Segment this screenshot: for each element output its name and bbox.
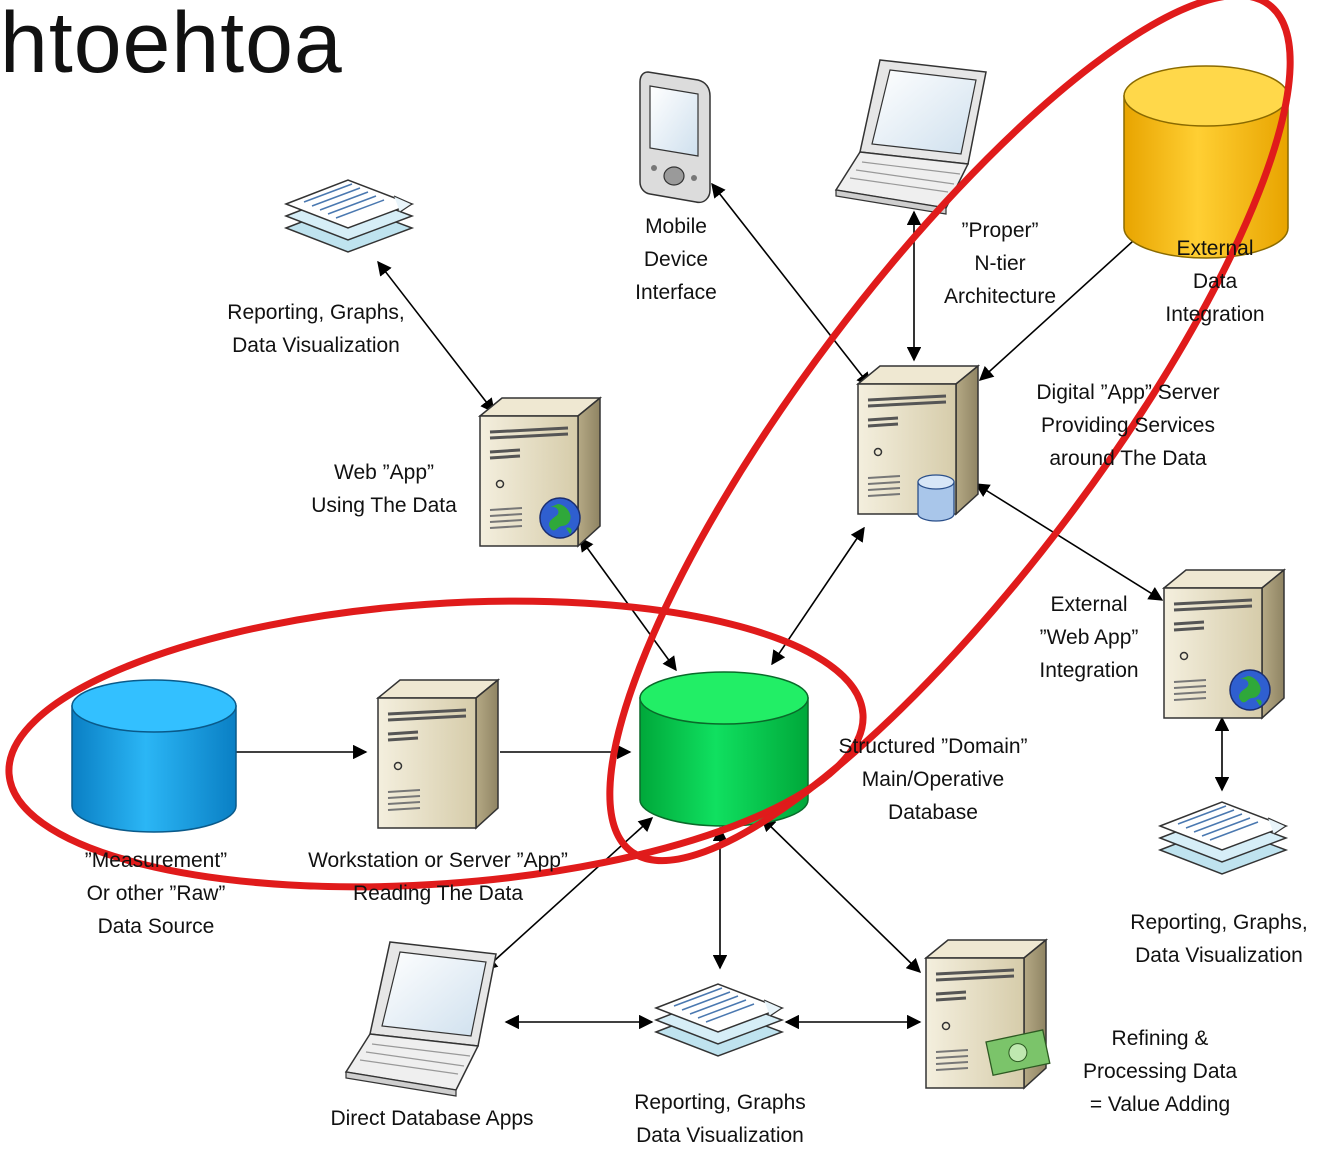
reporting-right-label: Reporting, Graphs, Data Visualization — [1130, 911, 1308, 967]
edge-domain-refining — [760, 816, 922, 974]
external-web-app-server-icon — [1162, 568, 1286, 720]
database-badge-icon — [917, 474, 955, 522]
globe-icon — [539, 497, 581, 539]
direct-db-laptop-icon — [345, 941, 497, 1097]
edge-appserver-externalweb — [974, 483, 1164, 601]
edge-mobile-appserver — [711, 182, 871, 388]
app-server-icon — [856, 364, 980, 522]
reporting-bottom-label: Reporting, Graphs Data Visualization — [634, 1091, 806, 1147]
reporting-top-docs-icon — [285, 179, 413, 253]
edge-external-appserver — [978, 221, 1156, 381]
ntier-laptop-icon — [835, 59, 987, 215]
direct-db-label: Direct Database Apps — [330, 1107, 534, 1130]
web-app-server-icon — [478, 396, 602, 548]
reporting-right-docs-icon — [1159, 801, 1287, 875]
domain-db-label: Structured ”Domain” Main/Operative Datab… — [838, 735, 1028, 824]
external-data-label: External Data Integration — [1165, 237, 1265, 326]
app-server-label: Digital ”App” Server Providing Services … — [1036, 381, 1220, 470]
external-web-label: External ”Web App” Integration — [1039, 593, 1139, 682]
mobile-label: Mobile Device Interface — [635, 215, 717, 304]
diagram-title: htoehtoa — [0, 0, 343, 91]
external-data-db-icon — [1123, 65, 1289, 259]
raw-data-source-db-icon — [71, 679, 237, 833]
web-app-label: Web ”App” Using The Data — [311, 461, 457, 517]
globe-icon — [1229, 669, 1271, 711]
workstation-label: Workstation or Server ”App” Reading The … — [308, 849, 568, 905]
refining-label: Refining & Processing Data = Value Addin… — [1082, 1027, 1238, 1116]
workstation-server-icon — [376, 678, 500, 830]
edge-reporting-webapp — [377, 260, 495, 414]
refining-server-icon — [924, 938, 1051, 1090]
ntier-label: ”Proper” N-tier Architecture — [943, 219, 1057, 308]
highlight-ellipse-diagonal — [606, 0, 1294, 865]
reporting-bottom-docs-icon — [655, 983, 783, 1057]
highlight-ellipse-horizontal — [5, 597, 867, 891]
domain-database-icon — [639, 671, 809, 827]
mobile-device-icon — [639, 71, 711, 204]
reporting-top-label: Reporting, Graphs, Data Visualization — [227, 301, 405, 357]
money-icon — [985, 1029, 1051, 1077]
raw-data-source-label: ”Measurement” Or other ”Raw” Data Source — [84, 849, 228, 938]
